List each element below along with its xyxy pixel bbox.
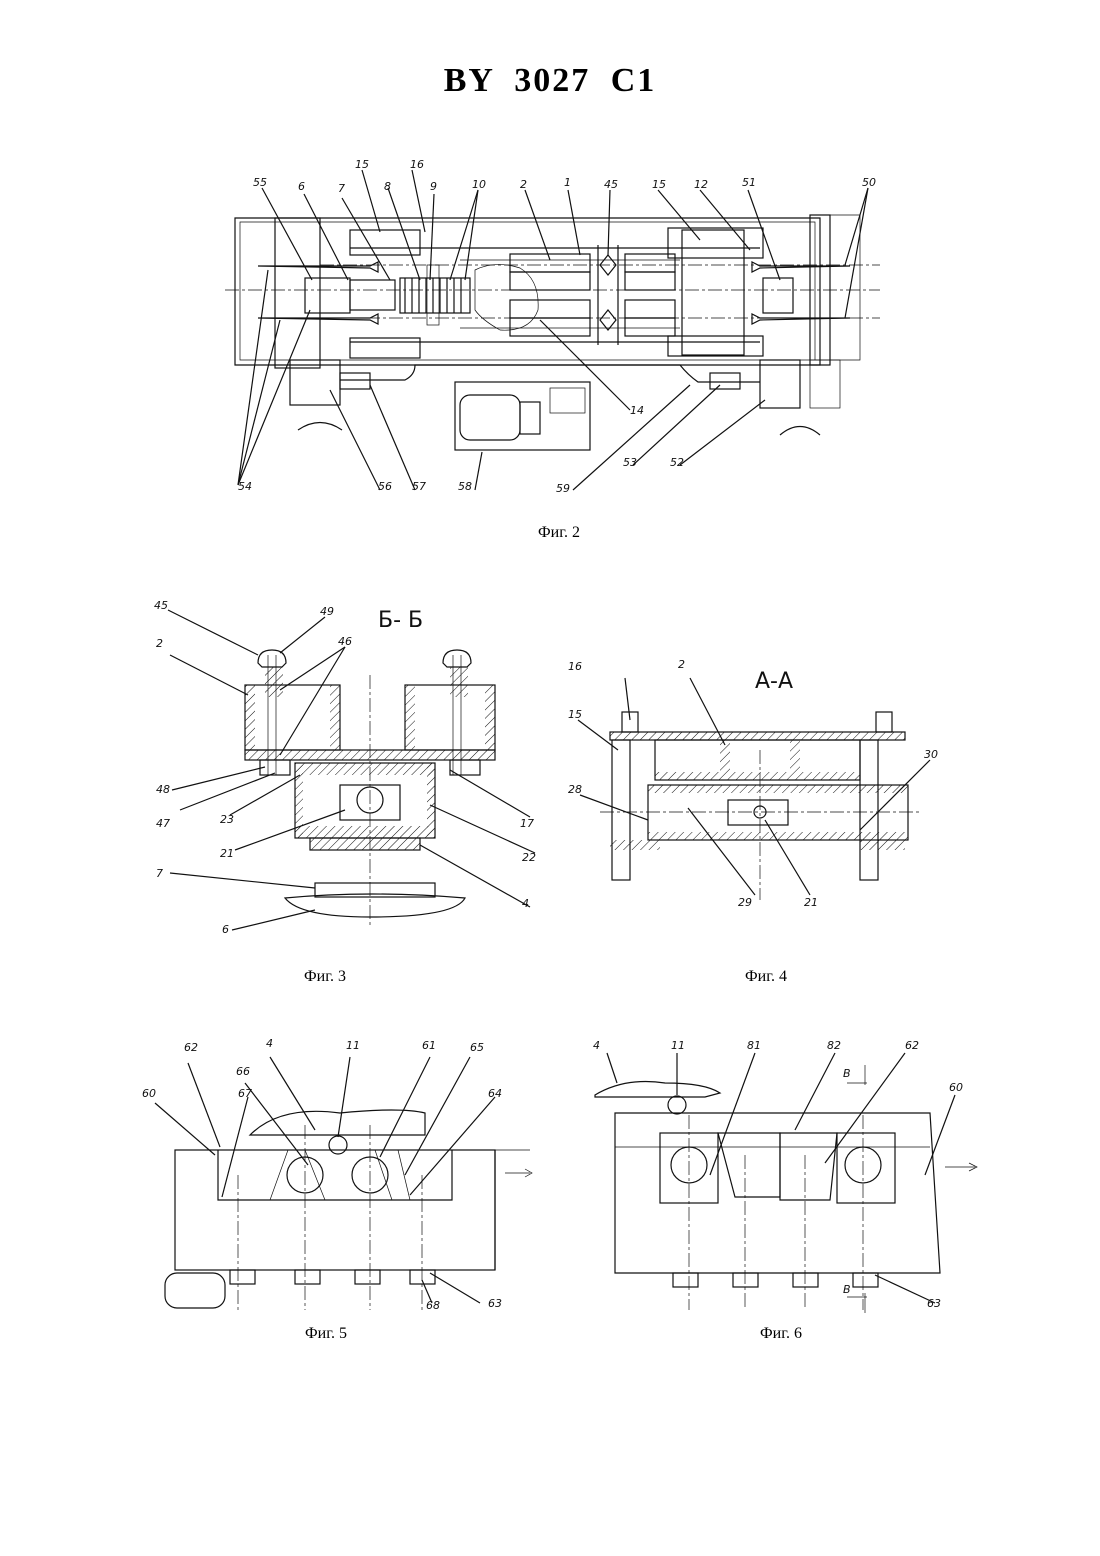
fig5-label-61: 61: [422, 1039, 436, 1052]
fig4-label-16: 16: [568, 660, 582, 673]
fig3-label-4: 4: [522, 897, 529, 910]
fig5-label-66: 66: [236, 1065, 250, 1078]
fig6-label-section-b-bottom: В: [843, 1283, 851, 1296]
figure-5-drawing: 62 4 11 61 65 60 66 67 64 68 63: [140, 1035, 550, 1315]
fig3-label-49: 49: [320, 605, 334, 618]
fig2-label-59: 59: [556, 482, 570, 495]
fig2-label-8: 8: [384, 180, 391, 193]
figure-6-drawing: 4 11 81 82 62 60 В В 63: [585, 1035, 985, 1315]
figure-4-caption: Фиг. 4: [745, 968, 787, 986]
fig5-label-68: 68: [426, 1299, 440, 1312]
fig5-label-65: 65: [470, 1041, 484, 1054]
fig2-label-15: 15: [355, 158, 369, 171]
fig6-label-section-b-top: В: [843, 1067, 851, 1080]
fig3-label-46: 46: [338, 635, 352, 648]
fig5-label-60: 60: [142, 1087, 156, 1100]
patent-title: BY 3027 C1: [0, 62, 1100, 100]
figure-6-caption: Фиг. 6: [760, 1325, 802, 1343]
fig2-label-45: 45: [604, 178, 618, 191]
fig3-label-48: 48: [156, 783, 170, 796]
fig3-label-17: 17: [520, 817, 534, 830]
fig3-label-21: 21: [220, 847, 234, 860]
fig6-label-60: 60: [949, 1081, 963, 1094]
fig5-label-62: 62: [184, 1041, 198, 1054]
fig5-label-11: 11: [346, 1039, 360, 1052]
fig4-label-2: 2: [678, 658, 685, 671]
fig2-label-51: 51: [742, 176, 756, 189]
fig2-label-55: 55: [253, 176, 267, 189]
fig5-label-64: 64: [488, 1087, 502, 1100]
fig2-label-1: 1: [564, 176, 571, 189]
fig4-section-label: А-А: [755, 669, 793, 694]
figure-2-caption: Фиг. 2: [538, 524, 580, 542]
fig3-label-23: 23: [220, 813, 234, 826]
fig2-label-2: 2: [520, 178, 527, 191]
fig2-label-9: 9: [430, 180, 437, 193]
fig5-label-4: 4: [266, 1037, 273, 1050]
fig4-label-30: 30: [924, 748, 938, 761]
fig6-label-4: 4: [593, 1039, 600, 1052]
fig3-label-45: 45: [154, 599, 168, 612]
fig3-label-47: 47: [156, 817, 170, 830]
fig3-label-2: 2: [156, 637, 163, 650]
fig2-label-57: 57: [412, 480, 426, 493]
fig3-label-7: 7: [156, 867, 163, 880]
fig6-label-62: 62: [905, 1039, 919, 1052]
fig2-label-14: 14: [630, 404, 644, 417]
fig2-label-12: 12: [694, 178, 708, 191]
fig6-label-82: 82: [827, 1039, 841, 1052]
fig4-label-15: 15: [568, 708, 582, 721]
fig6-label-11: 11: [671, 1039, 685, 1052]
fig2-label-54: 54: [238, 480, 252, 493]
figure-3-drawing: Б- Б 45: [150, 595, 550, 945]
fig4-label-28: 28: [568, 783, 582, 796]
fig2-label-56: 56: [378, 480, 392, 493]
fig2-label-53: 53: [623, 456, 637, 469]
fig2-label-10: 10: [472, 178, 486, 191]
fig6-label-81: 81: [747, 1039, 761, 1052]
fig2-label-15b: 15: [652, 178, 666, 191]
fig3-section-label: Б- Б: [378, 608, 423, 633]
fig3-label-6: 6: [222, 923, 229, 936]
fig2-label-50: 50: [862, 176, 876, 189]
fig2-label-6: 6: [298, 180, 305, 193]
fig5-label-67: 67: [238, 1087, 252, 1100]
fig5-label-63: 63: [488, 1297, 502, 1310]
figure-5-caption: Фиг. 5: [305, 1325, 347, 1343]
fig2-label-58: 58: [458, 480, 472, 493]
fig2-label-7: 7: [338, 182, 345, 195]
fig4-label-29: 29: [738, 896, 752, 909]
fig2-label-52: 52: [670, 456, 684, 469]
fig2-label-16: 16: [410, 158, 424, 171]
fig4-label-21: 21: [804, 896, 818, 909]
figure-3-caption: Фиг. 3: [304, 968, 346, 986]
fig3-label-22: 22: [522, 851, 536, 864]
fig6-label-63: 63: [927, 1297, 941, 1310]
figure-4-drawing: А-А 16 2 15 28 30 29 21: [560, 650, 950, 920]
figure-2-drawing: 55 6 7 15 8 16 9 10 2 1 45 15 12 51 50 5…: [220, 160, 900, 510]
